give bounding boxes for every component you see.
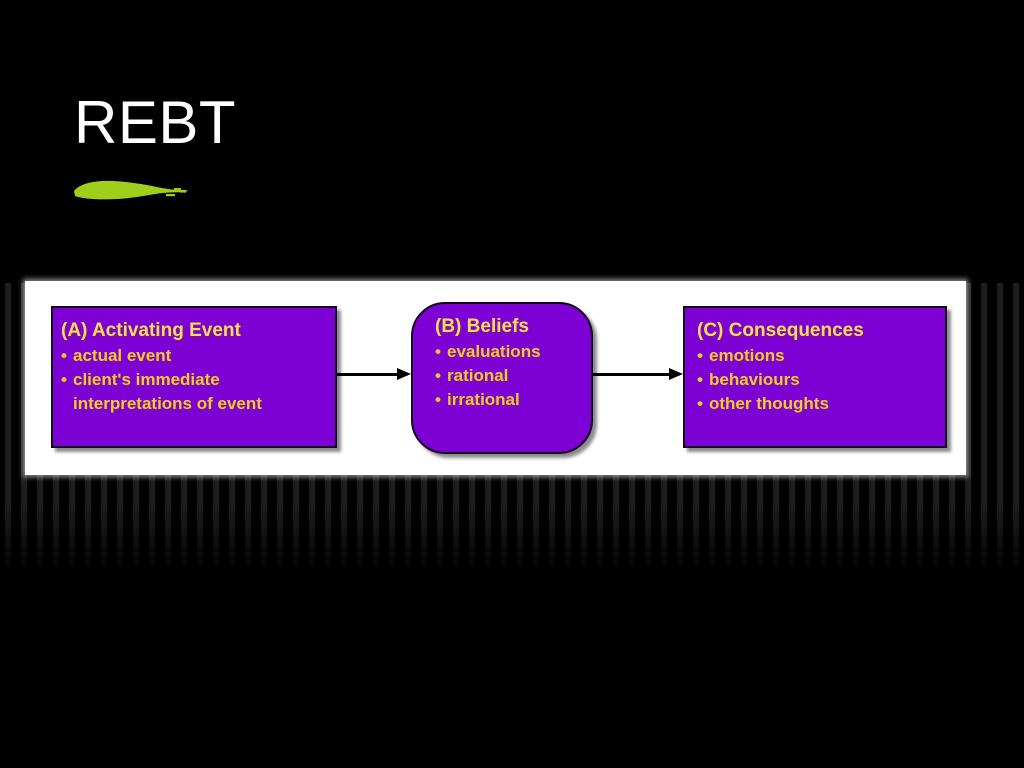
- rebt-abc-diagram: (A) Activating Event • actual event • clie…: [25, 281, 966, 475]
- list-item-label: actual event: [73, 346, 172, 365]
- list-item-label: rational: [447, 366, 509, 385]
- arrow-a-to-b: [337, 368, 413, 380]
- diagram-node-consequences[interactable]: (C) Consequences • emotions • behaviours •…: [683, 306, 947, 448]
- bullet-icon: •: [61, 370, 67, 389]
- bullet-icon: •: [435, 342, 441, 361]
- diagram-node-activating-event[interactable]: (A) Activating Event • actual event • clie…: [51, 306, 337, 448]
- list-item-label: evaluations: [447, 342, 541, 361]
- list-item: • other thoughts: [697, 392, 945, 416]
- arrow-b-to-c: [593, 368, 685, 380]
- list-item-label: client's immediate: [73, 370, 220, 389]
- node-heading: (B) Beliefs: [435, 316, 529, 337]
- node-bullet-list: • actual event • client's immediate interp…: [61, 344, 335, 416]
- list-item: • evaluations: [435, 340, 591, 364]
- bullet-icon: •: [697, 346, 703, 365]
- node-bullet-list: • emotions • behaviours • other thoughts: [697, 344, 945, 416]
- arrow-shaft: [593, 373, 671, 376]
- list-item: • client's immediate: [61, 368, 335, 392]
- bullet-icon: •: [697, 370, 703, 389]
- list-item-label: irrational: [447, 390, 520, 409]
- brush-stroke-icon: [74, 180, 188, 200]
- diagram-node-beliefs[interactable]: (B) Beliefs • evaluations • rational • irra…: [411, 302, 593, 454]
- list-item-label: emotions: [709, 346, 785, 365]
- list-item: interpretations of event: [61, 392, 335, 416]
- list-item: • actual event: [61, 344, 335, 368]
- brush-stroke-accent: [70, 175, 190, 209]
- list-item: • behaviours: [697, 368, 945, 392]
- list-item: • irrational: [435, 388, 591, 412]
- node-heading: (C) Consequences: [697, 320, 864, 341]
- list-item-label: interpretations of event: [73, 394, 262, 413]
- page-title: REBT: [74, 89, 237, 156]
- bullet-icon: •: [435, 366, 441, 385]
- node-bullet-list: • evaluations • rational • irrational: [435, 340, 591, 412]
- arrow-shaft: [337, 373, 399, 376]
- bullet-icon: •: [697, 394, 703, 413]
- bullet-icon: •: [61, 346, 67, 365]
- arrow-head-icon: [397, 368, 411, 380]
- arrow-head-icon: [669, 368, 683, 380]
- list-item: • emotions: [697, 344, 945, 368]
- content-panel: (A) Activating Event • actual event • clie…: [25, 281, 966, 475]
- node-heading: (A) Activating Event: [61, 320, 241, 341]
- list-item: • rational: [435, 364, 591, 388]
- list-item-label: behaviours: [709, 370, 800, 389]
- list-item-label: other thoughts: [709, 394, 829, 413]
- bullet-icon: •: [435, 390, 441, 409]
